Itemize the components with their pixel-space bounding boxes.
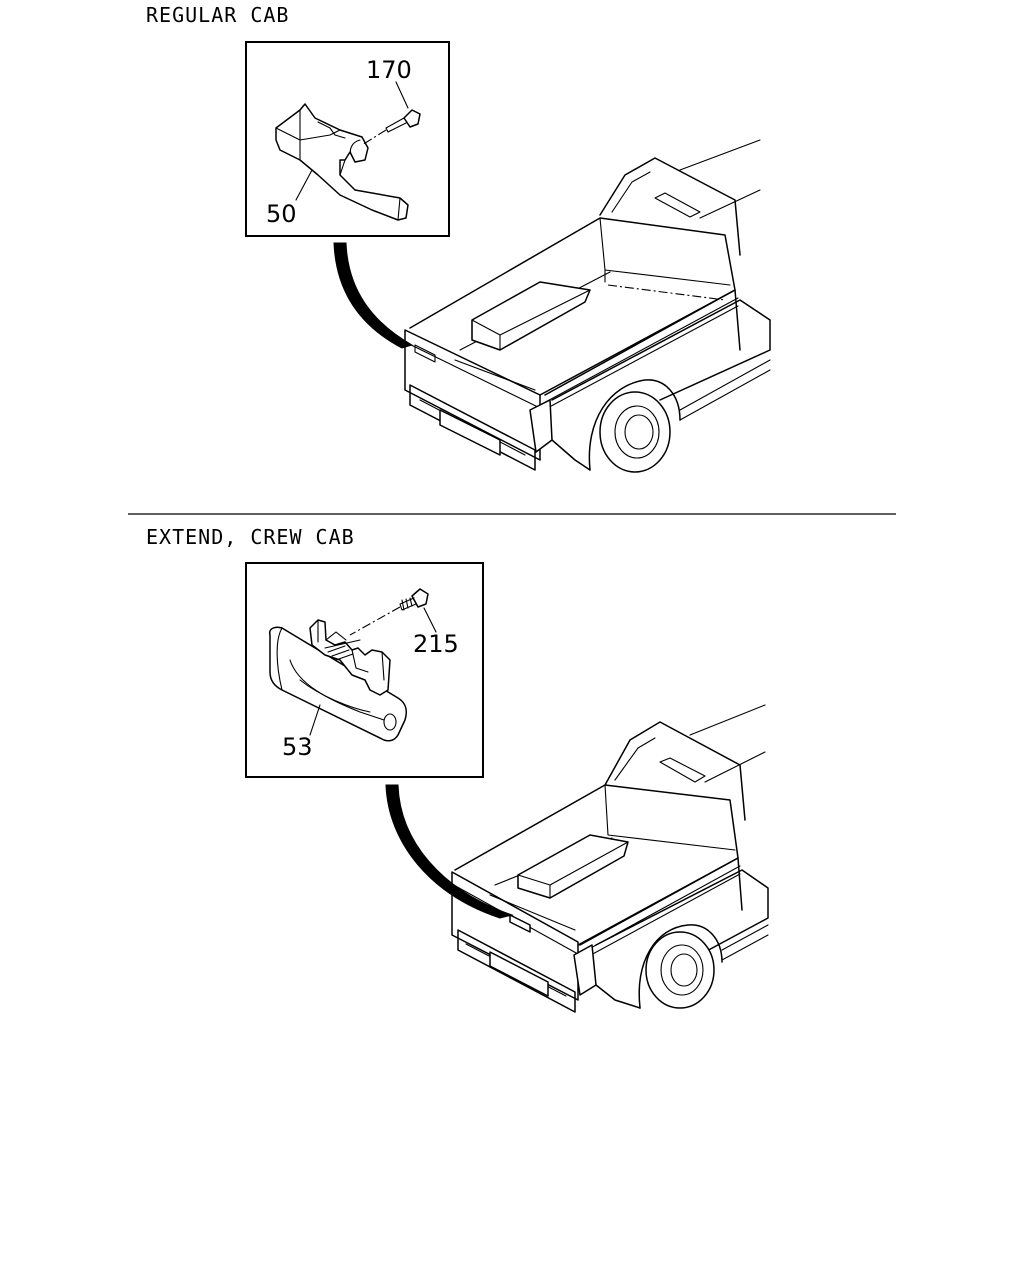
section-title-regular-cab: REGULAR CAB	[146, 3, 289, 27]
leader-line-215	[423, 607, 437, 633]
truck-illustration-regular-cab	[404, 139, 771, 473]
section-extend-crew-cab: EXTEND, CREW CAB	[146, 525, 769, 1013]
callout-53: 53	[282, 733, 313, 761]
callout-170: 170	[366, 56, 412, 84]
leader-line-50	[295, 169, 313, 201]
tailgate-handle-part-50	[275, 103, 409, 221]
bolt-part-170	[361, 109, 421, 146]
leader-line-170	[395, 81, 409, 109]
tailgate-handle-part-53	[268, 619, 408, 742]
bolt-part-215	[349, 588, 429, 636]
detail-box-regular-cab: 170 50	[245, 41, 450, 237]
leader-arc-extend-crew-cab	[385, 784, 514, 919]
section-title-extend-crew-cab: EXTEND, CREW CAB	[146, 525, 355, 549]
callout-50: 50	[266, 200, 297, 228]
truck-illustration-extend-crew-cab	[451, 704, 769, 1013]
leader-line-53	[309, 704, 321, 736]
detail-box-extend-crew-cab: 215 53	[245, 562, 484, 778]
leader-arc-regular-cab	[333, 242, 414, 349]
callout-215: 215	[413, 630, 459, 658]
section-regular-cab: REGULAR CAB	[146, 3, 771, 473]
